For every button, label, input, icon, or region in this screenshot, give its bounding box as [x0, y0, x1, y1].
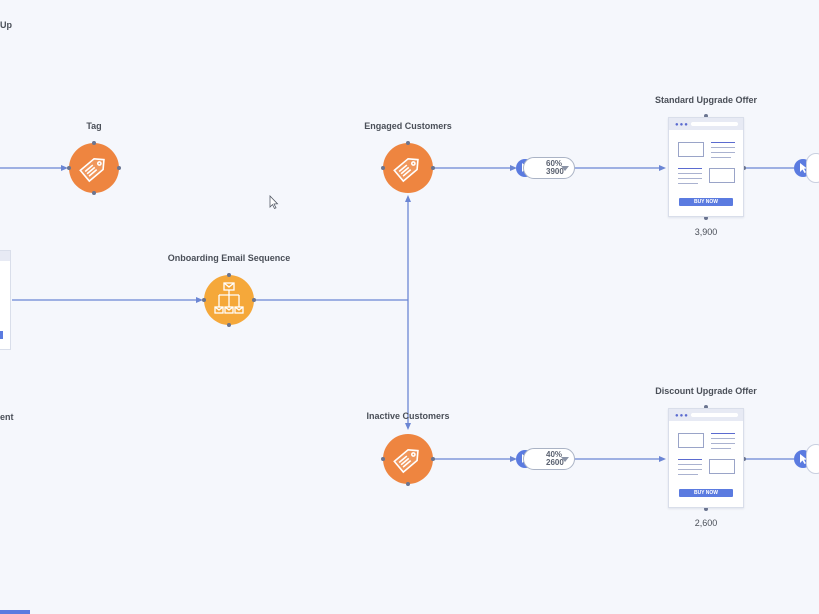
standard-offer-label: Standard Upgrade Offer [654, 95, 758, 105]
split-count: 3900 [546, 167, 564, 176]
arrow-head [405, 195, 411, 202]
buy-now-button[interactable]: BUY NOW [679, 198, 733, 206]
discount-offer-count: 2,600 [694, 518, 718, 528]
split-percent: 40% [546, 450, 563, 459]
partial-node-right-top[interactable] [806, 153, 819, 183]
tag-node[interactable] [67, 141, 121, 195]
cursor-icon [800, 454, 807, 464]
email-sequence-icon [214, 282, 244, 314]
image-placeholder-icon [678, 433, 704, 448]
engaged-customers-label: Engaged Customers [364, 121, 452, 131]
partial-node-label-top: Up [0, 20, 12, 30]
image-placeholder-icon [709, 459, 735, 474]
arrow-head [61, 165, 68, 171]
arrow-head [510, 456, 517, 462]
arrow-head [510, 165, 517, 171]
arrow-head [405, 423, 411, 430]
standard-offer-page[interactable]: ●●● BUY NOW [668, 117, 744, 217]
split-badge-top[interactable]: 60% 3900 [523, 157, 575, 179]
arrow-head [659, 165, 666, 171]
image-placeholder-icon [709, 168, 735, 183]
discount-offer-page[interactable]: ●●● BUY NOW [668, 408, 744, 508]
partial-node-label-mid: ent [0, 412, 14, 422]
partial-page-card-left[interactable] [0, 250, 11, 350]
tag-icon [393, 448, 419, 474]
arrow-head [196, 297, 203, 303]
chevron-down-icon[interactable] [561, 457, 569, 462]
inactive-customers-node[interactable] [381, 434, 435, 486]
onboarding-email-node[interactable] [202, 273, 256, 327]
horizontal-scrollbar[interactable] [0, 610, 30, 614]
split-badge-bottom[interactable]: 40% 2600 [523, 448, 575, 470]
buy-now-button[interactable]: BUY NOW [679, 489, 733, 497]
cursor-icon [800, 163, 807, 173]
split-percent: 60% [546, 159, 563, 168]
tag-node-label: Tag [86, 121, 102, 131]
chevron-down-icon[interactable] [561, 166, 569, 171]
standard-offer-count: 3,900 [694, 227, 718, 237]
engaged-customers-node[interactable] [381, 141, 435, 193]
mouse-pointer-icon [269, 195, 279, 210]
discount-offer-label: Discount Upgrade Offer [655, 386, 757, 396]
partial-node-right-bottom[interactable] [806, 444, 819, 474]
arrow-head [659, 456, 666, 462]
tag-icon [79, 157, 105, 183]
tag-icon [393, 157, 419, 183]
image-placeholder-icon [678, 142, 704, 157]
split-count: 2600 [546, 458, 564, 467]
onboarding-email-label: Onboarding Email Sequence [167, 253, 291, 263]
inactive-customers-label: Inactive Customers [366, 411, 450, 421]
